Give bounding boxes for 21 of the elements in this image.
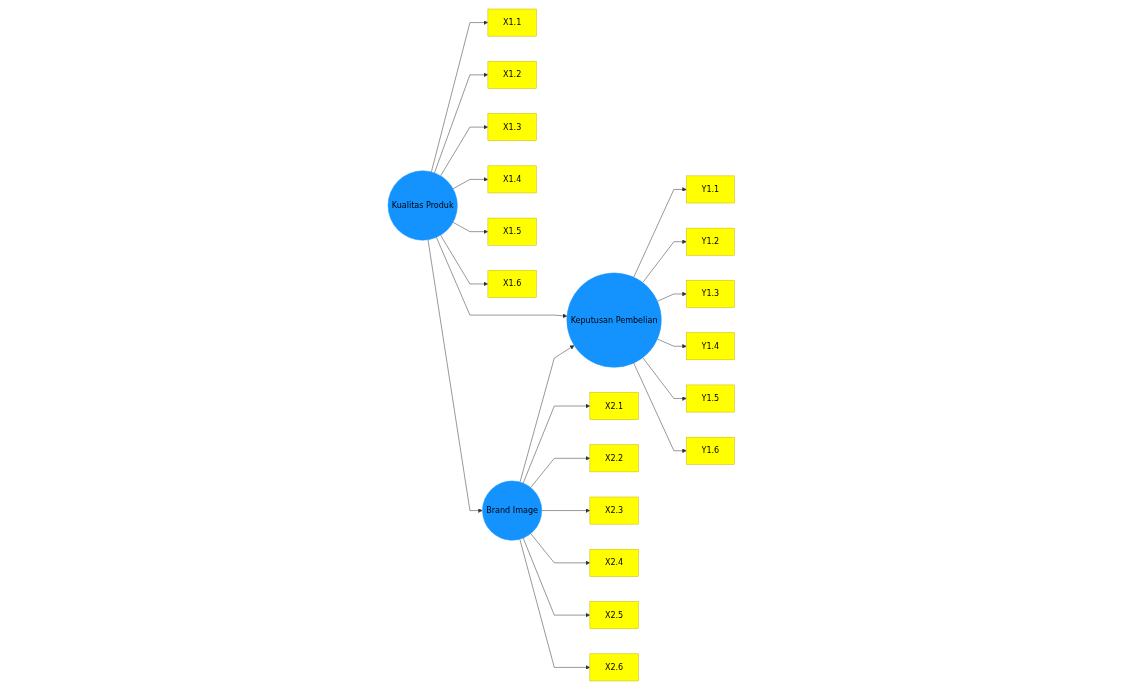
node-circle: Keputusan Pembelian — [566, 272, 662, 368]
node-box: X2.5 — [589, 600, 639, 629]
node-box: Y1.6 — [686, 436, 735, 465]
node-box: Y1.2 — [686, 227, 735, 256]
node-box: Y1.1 — [686, 175, 735, 203]
node-box: X1.1 — [487, 8, 537, 36]
node-box: Y1.4 — [686, 331, 735, 360]
node-box: X1.3 — [487, 112, 537, 141]
node-box: X2.6 — [589, 653, 639, 681]
node-box: X1.5 — [487, 217, 537, 245]
node-box: Y1.5 — [686, 384, 735, 412]
node-box: X2.1 — [589, 391, 639, 420]
node-box: X1.4 — [487, 165, 537, 193]
node-circle: Kualitas Produk — [387, 170, 458, 240]
node-circle: Brand Image — [482, 480, 542, 540]
node-box: X2.2 — [589, 444, 639, 472]
node-box: X1.2 — [487, 60, 537, 89]
node-box: X1.6 — [487, 269, 537, 298]
node-box: X2.3 — [589, 496, 639, 524]
node-box: Y1.3 — [686, 279, 735, 308]
node-box: X2.4 — [589, 548, 639, 577]
